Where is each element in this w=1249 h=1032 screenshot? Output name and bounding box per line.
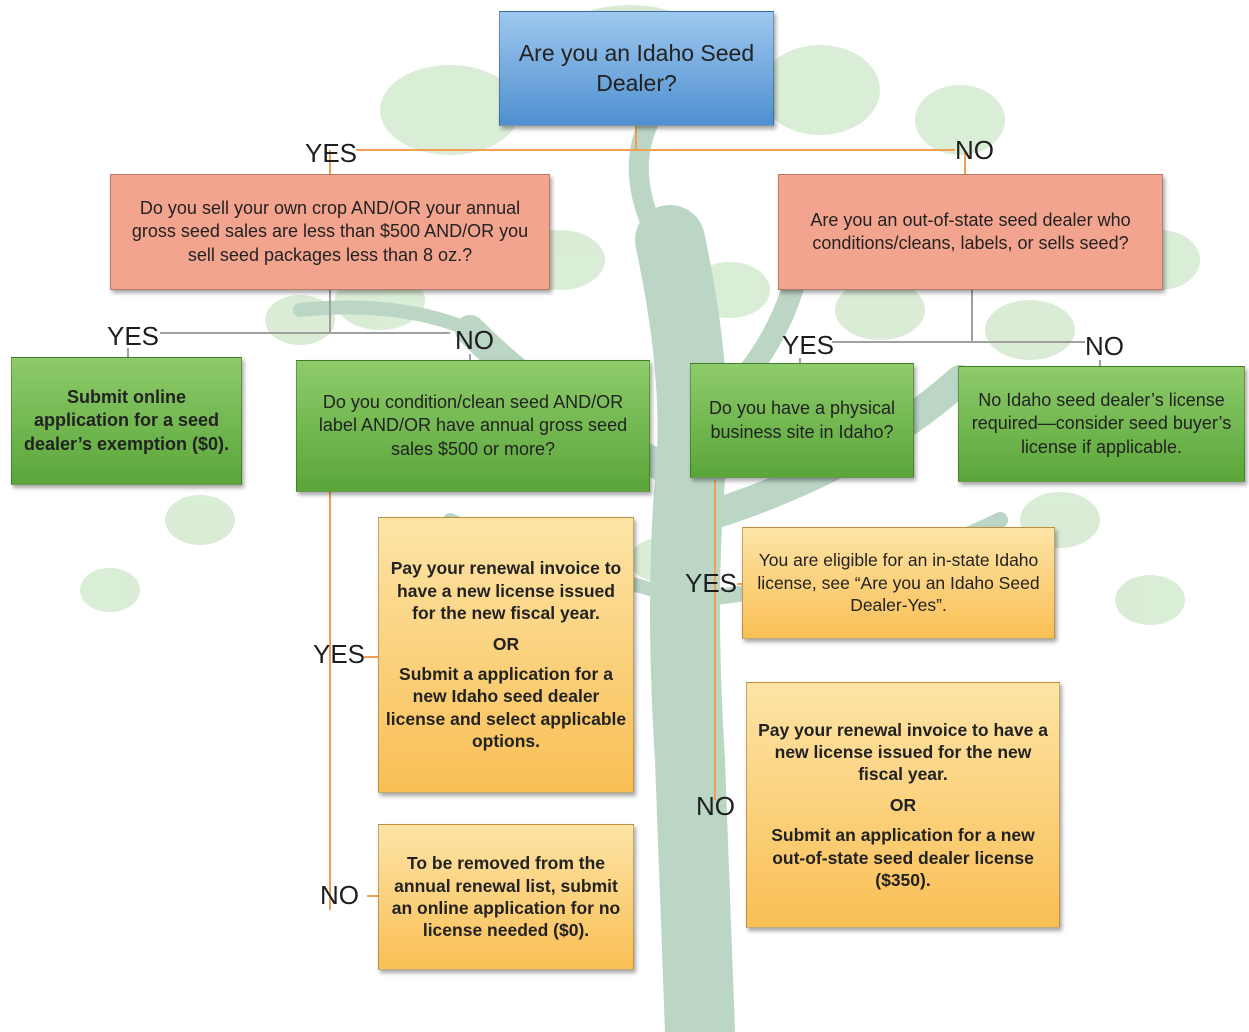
no-label-root: NO <box>955 135 994 165</box>
own-crop-question-box: Do you sell your own crop AND/OR your an… <box>110 174 550 290</box>
physical-site-question-box: Do you have a physical business site in … <box>690 363 914 478</box>
root-question-text: Are you an Idaho Seed Dealer? <box>518 40 755 96</box>
no-label-out-of-state: NO <box>1085 331 1124 361</box>
in-state-eligible-box: You are eligible for an in-state Idaho l… <box>742 527 1055 639</box>
yes-label-root: YES <box>305 138 358 168</box>
or-separator-outofstate: OR <box>889 794 917 815</box>
no-license-required-box: No Idaho seed dealer’s license required—… <box>958 366 1245 482</box>
exemption-result-box: Submit online application for a seed dea… <box>11 357 242 485</box>
new-outofstate-license-part2: Submit an application for a new out-of-s… <box>771 825 1035 890</box>
renewal-outofstate-part1: Pay your renewal invoice to have a new l… <box>758 719 1048 785</box>
yes-label-own-crop: YES <box>107 321 160 351</box>
condition-clean-question-box: Do you condition/clean seed AND/OR label… <box>296 360 650 492</box>
renewal-or-new-instate-box: Pay your renewal invoice to have a new l… <box>378 517 634 793</box>
root-question-box: Are you an Idaho Seed Dealer? <box>499 11 774 126</box>
no-label-physical-site: NO <box>696 791 735 821</box>
out-of-state-question-box: Are you an out-of-state seed dealer who … <box>778 174 1163 290</box>
out-of-state-license-box: Pay your renewal invoice to have a new l… <box>746 682 1060 928</box>
exemption-result-text: Submit online application for a seed dea… <box>23 387 230 454</box>
in-state-eligible-text: You are eligible for an in-state Idaho l… <box>757 550 1040 616</box>
renewal-instate-part1: Pay your renewal invoice to have a new l… <box>390 558 622 624</box>
new-instate-license-part2: Submit a application for a new Idaho see… <box>385 664 627 752</box>
no-label-condition-clean: NO <box>320 880 359 910</box>
no-label-own-crop: NO <box>455 325 494 355</box>
or-separator-instate: OR <box>492 633 520 654</box>
removal-renewal-list-text: To be removed from the annual renewal li… <box>391 853 621 941</box>
condition-clean-question-text: Do you condition/clean seed AND/OR label… <box>318 392 628 459</box>
removal-renewal-list-box: To be removed from the annual renewal li… <box>378 824 634 970</box>
no-license-required-text: No Idaho seed dealer’s license required—… <box>971 390 1232 457</box>
yes-label-out-of-state: YES <box>782 330 835 360</box>
own-crop-question-text: Do you sell your own crop AND/OR your an… <box>131 198 529 265</box>
physical-site-question-text: Do you have a physical business site in … <box>708 398 896 442</box>
out-of-state-question-text: Are you an out-of-state seed dealer who … <box>810 209 1131 253</box>
yes-label-condition-clean: YES <box>313 639 366 669</box>
yes-label-physical-site: YES <box>685 568 738 598</box>
